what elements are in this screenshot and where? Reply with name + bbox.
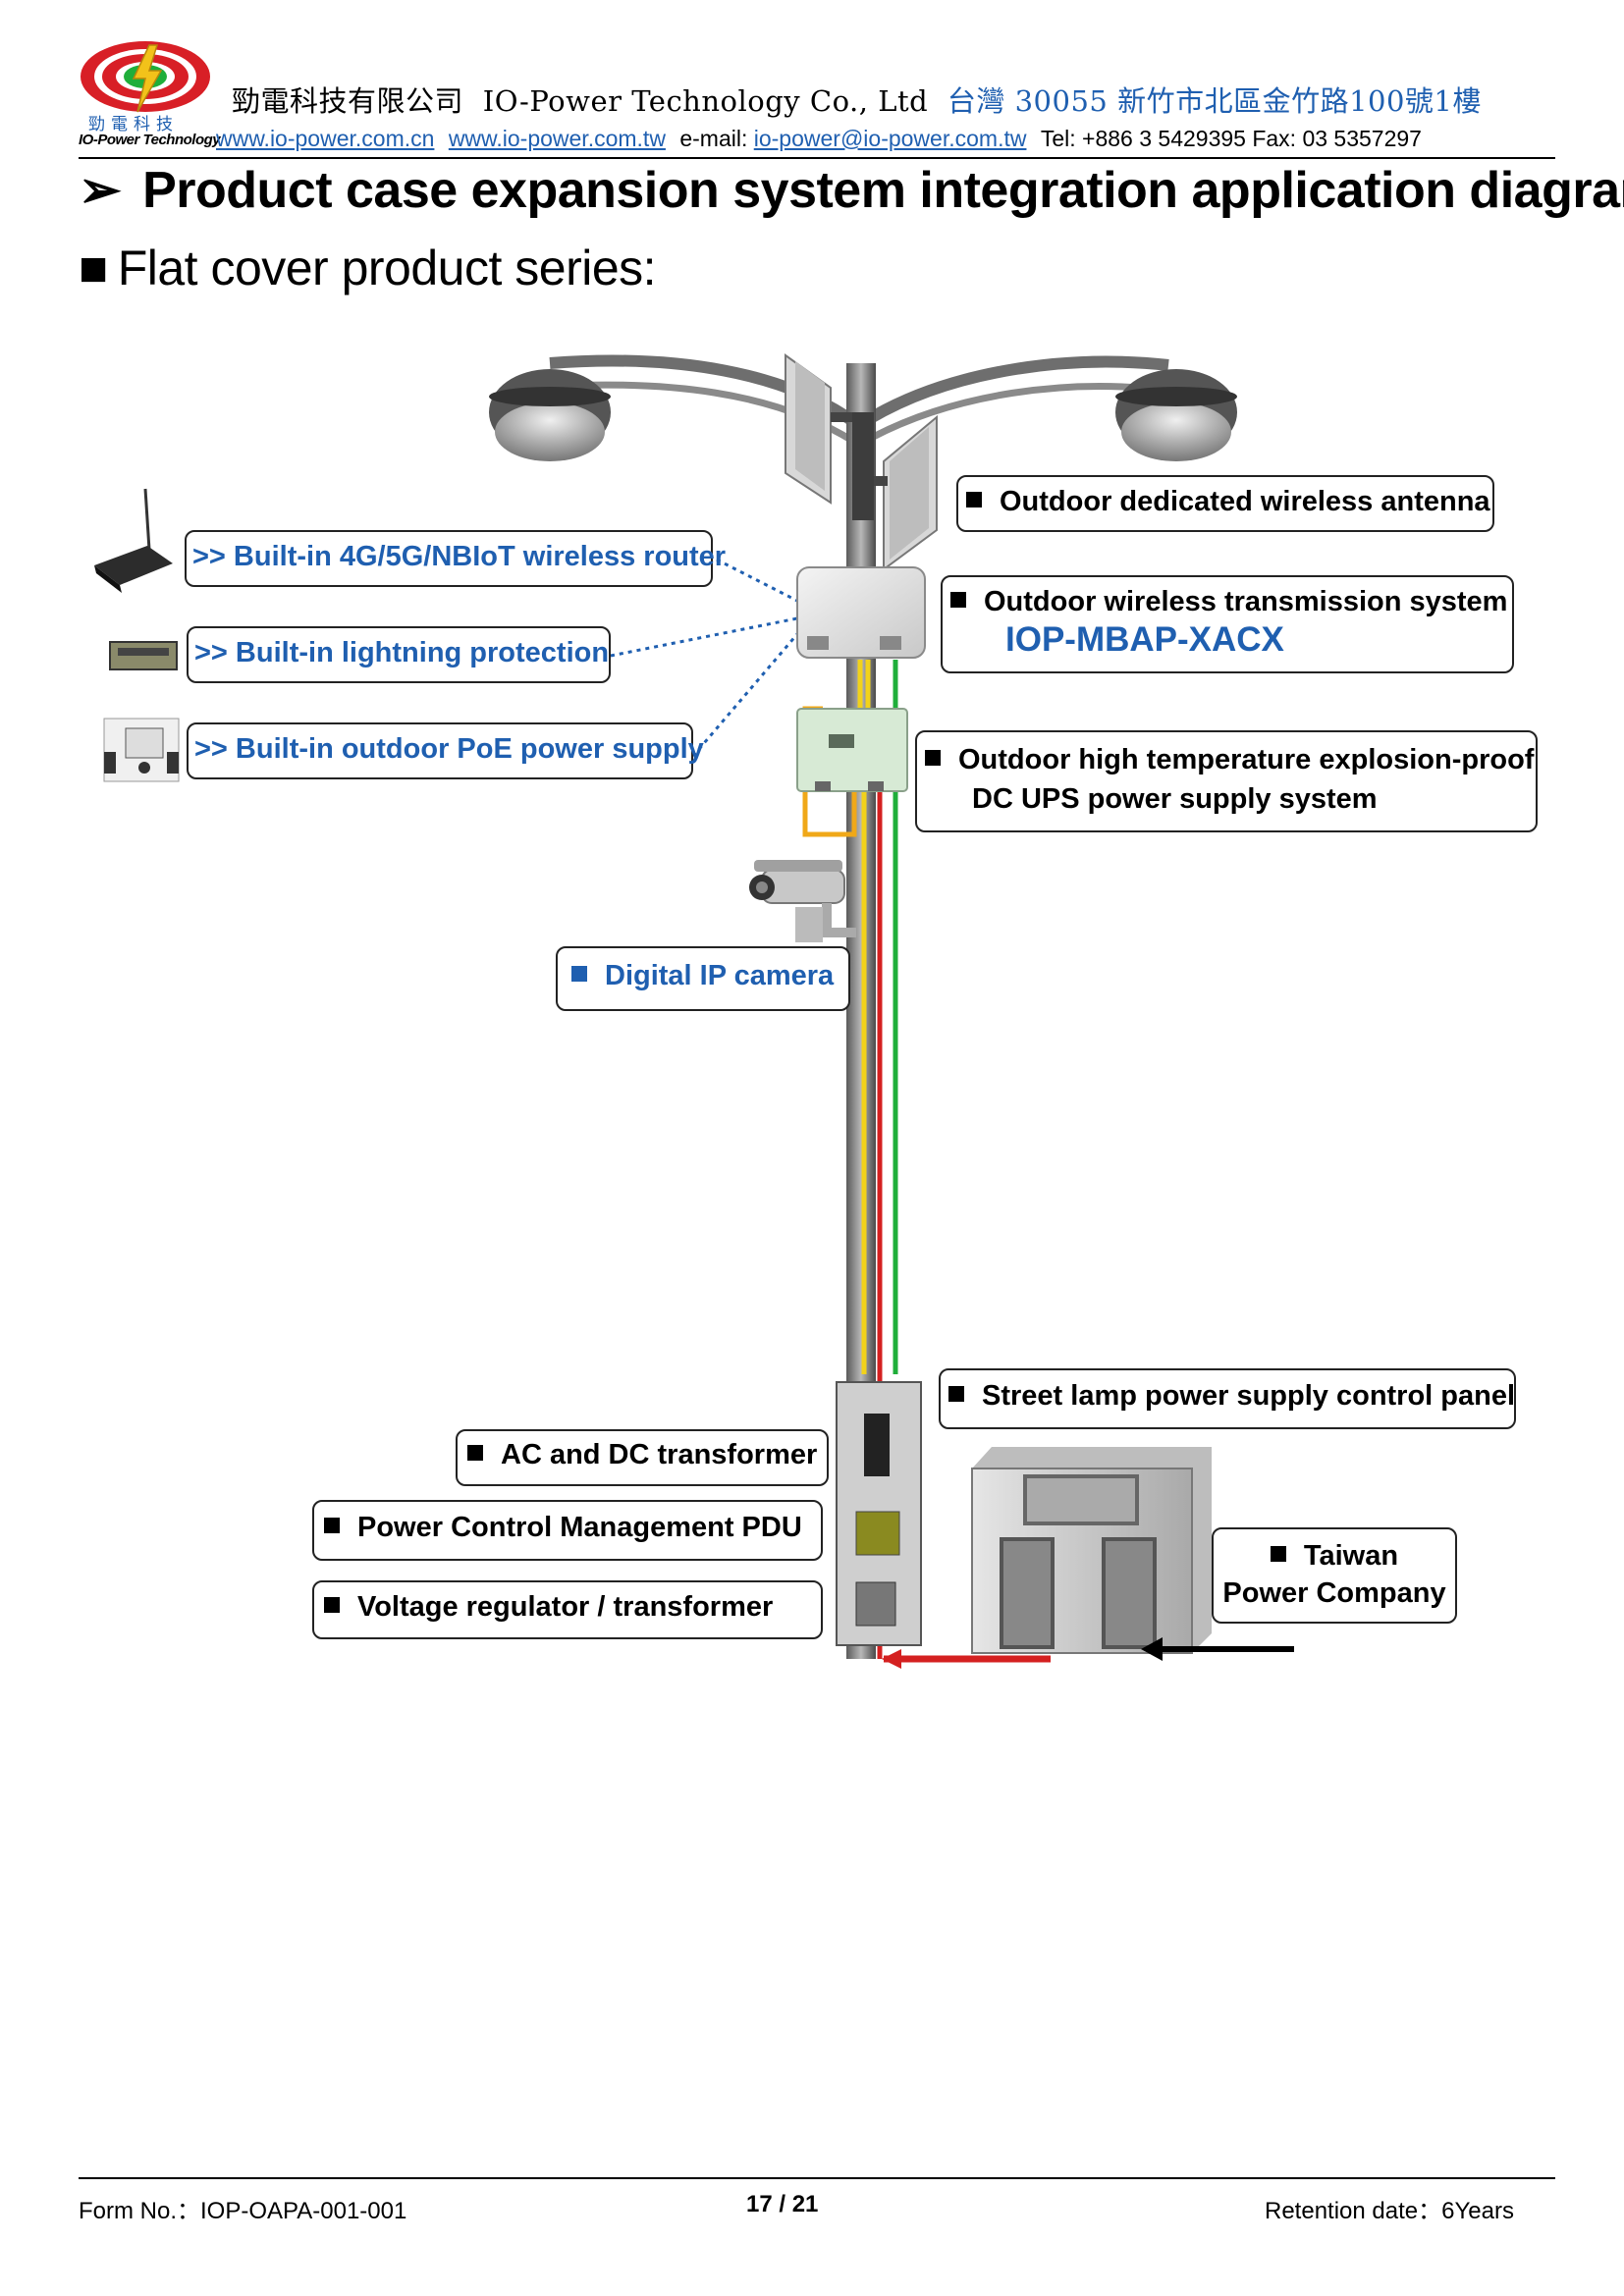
callout-ac-dc: AC and DC transformer xyxy=(456,1429,829,1486)
company-name-cn: 勁電科技有限公司 xyxy=(232,84,464,118)
callout-poe: >> Built-in outdoor PoE power supply xyxy=(187,722,704,779)
callout-camera-text: Digital IP camera xyxy=(605,960,835,991)
bullet-icon xyxy=(324,1518,340,1533)
website-cn-link[interactable]: www.io-power.com.cn xyxy=(216,126,435,151)
poe-device-icon xyxy=(103,718,180,782)
control-cabinet xyxy=(836,1381,922,1646)
email-label: e-mail: xyxy=(679,126,748,151)
ip-camera xyxy=(749,860,856,942)
callout-antenna: Outdoor dedicated wireless antenna xyxy=(956,475,1494,532)
company-address: 台灣 30055 新竹市北區金竹路100號1樓 xyxy=(947,84,1482,118)
callout-router: >> Built-in 4G/5G/NBIoT wireless router xyxy=(185,530,726,587)
callout-pdu-text: Power Control Management PDU xyxy=(357,1512,802,1543)
callout-lightning-text: >> Built-in lightning protection xyxy=(194,637,610,668)
page-title-text: Product case expansion system integratio… xyxy=(142,162,1624,219)
callout-router-text: >> Built-in 4G/5G/NBIoT wireless router xyxy=(192,541,727,572)
email-link[interactable]: io-power@io-power.com.tw xyxy=(753,126,1027,151)
wireless-transmission-box xyxy=(796,566,926,659)
antenna-right xyxy=(868,414,938,571)
contact-numbers: Tel: +886 3 5429395 Fax: 03 5357297 xyxy=(1040,126,1422,151)
callout-ups: Outdoor high temperature explosion-proof… xyxy=(915,730,1538,832)
form-number: Form No.：IOP-OAPA-001-001 xyxy=(79,2198,407,2224)
website-tw-link[interactable]: www.io-power.com.tw xyxy=(448,126,666,151)
logo-brand-text: IO-Power Technology xyxy=(79,132,221,148)
page-title: ➢ Product case expansion system integrati… xyxy=(79,161,1624,220)
header-divider xyxy=(79,157,1555,159)
callout-camera: Digital IP camera xyxy=(556,946,850,1011)
footer-divider xyxy=(79,2177,1555,2179)
bullet-icon xyxy=(966,492,982,507)
callout-regulator-text: Voltage regulator / transformer xyxy=(357,1591,774,1623)
street-lamp-right xyxy=(1115,369,1237,461)
bullet-icon xyxy=(571,966,587,982)
retention-date: Retention date：6Years xyxy=(1265,2198,1514,2224)
router-device-icon xyxy=(94,488,173,593)
callout-regulator: Voltage regulator / transformer xyxy=(312,1580,823,1639)
antenna-left xyxy=(785,353,854,505)
red-arrow-head xyxy=(882,1649,901,1669)
antenna-mount xyxy=(852,412,874,520)
callout-control-panel-text: Street lamp power supply control panel xyxy=(982,1380,1516,1412)
utility-building xyxy=(971,1447,1212,1654)
bullet-icon xyxy=(467,1445,483,1461)
callout-taiwan-line1: Taiwan xyxy=(1303,1540,1399,1572)
callout-antenna-text: Outdoor dedicated wireless antenna xyxy=(1000,486,1490,517)
company-logo xyxy=(79,39,212,120)
bullet-icon xyxy=(1270,1546,1286,1562)
page-number: 17 / 21 xyxy=(746,2191,819,2217)
callout-poe-text: >> Built-in outdoor PoE power supply xyxy=(194,733,704,765)
section-bullet-icon: ■ xyxy=(79,240,108,295)
title-bullet-icon: ➢ xyxy=(79,162,122,219)
callout-transmission-text: Outdoor wireless transmission system xyxy=(984,586,1508,617)
callout-taiwan-line2: Power Company xyxy=(1222,1577,1446,1609)
callout-transmission: Outdoor wireless transmission system IOP… xyxy=(941,575,1514,673)
bullet-icon xyxy=(948,1386,964,1402)
model-number: IOP-MBAP-XACX xyxy=(1005,620,1284,659)
lightning-device-icon xyxy=(109,641,178,670)
bullet-icon xyxy=(324,1597,340,1613)
callout-ac-dc-text: AC and DC transformer xyxy=(501,1439,818,1470)
callout-control-panel: Street lamp power supply control panel xyxy=(939,1368,1516,1429)
street-lamp-left xyxy=(489,369,611,461)
feature-connectors xyxy=(610,554,799,757)
header-company-line: 勁電科技有限公司 IO-Power Technology Co., Ltd 台灣… xyxy=(232,79,1482,120)
callout-taiwan-power: Taiwan Power Company xyxy=(1212,1527,1457,1624)
bullet-icon xyxy=(950,592,966,608)
logo-cjk-text: 勁電科技 xyxy=(88,115,179,134)
ups-box xyxy=(796,708,908,792)
section-title: ■Flat cover product series: xyxy=(79,240,657,296)
bullet-icon xyxy=(925,750,941,766)
callout-ups-line2: DC UPS power supply system xyxy=(972,783,1378,815)
callout-ups-line1: Outdoor high temperature explosion-proof xyxy=(958,744,1535,775)
utility-feed-arrow xyxy=(1141,1637,1294,1661)
callout-lightning: >> Built-in lightning protection xyxy=(187,626,611,683)
section-title-text: Flat cover product series: xyxy=(117,240,657,295)
callout-pdu: Power Control Management PDU xyxy=(312,1500,823,1561)
company-name-en: IO-Power Technology Co., Ltd xyxy=(482,84,929,118)
header-contact-line: www.io-power.com.cn www.io-power.com.tw … xyxy=(216,126,1422,152)
